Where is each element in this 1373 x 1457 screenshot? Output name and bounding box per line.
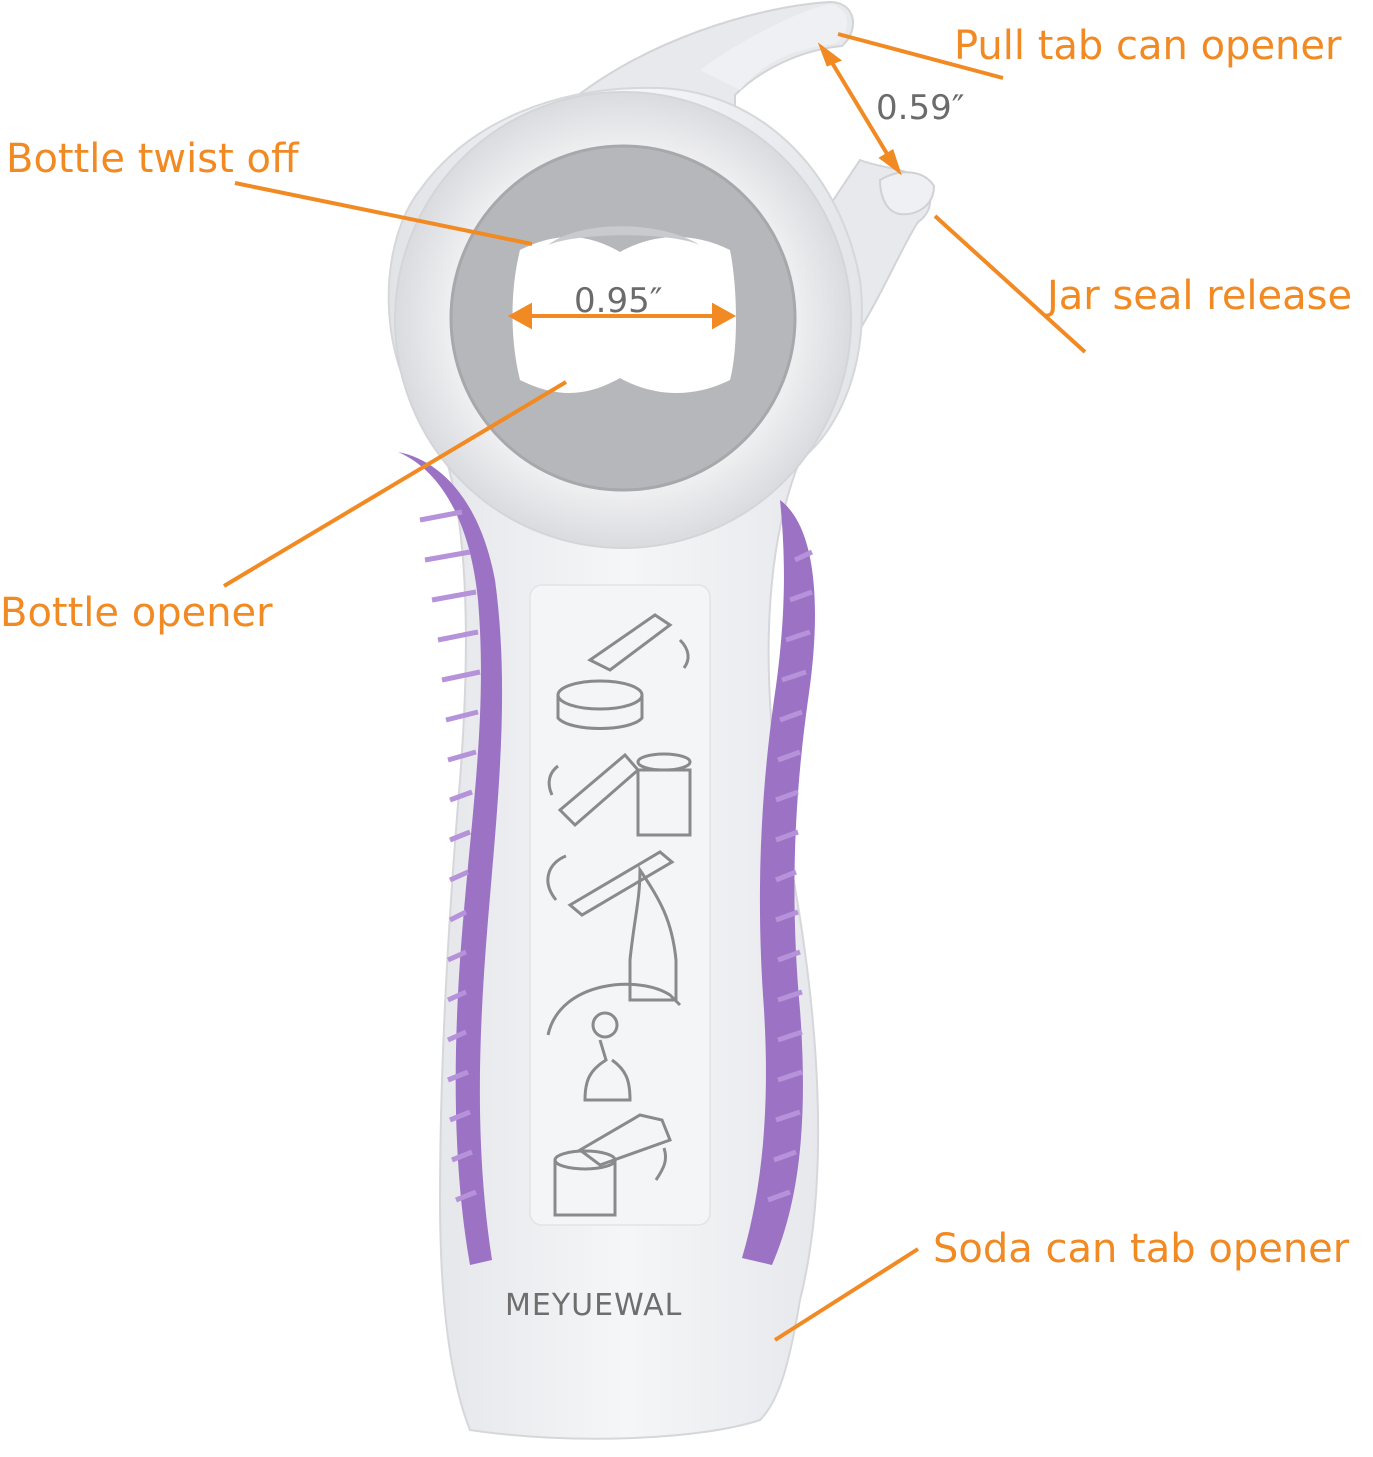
grip-ridges — [419, 509, 814, 1203]
callout-jar-seal: Jar seal release — [1047, 273, 1353, 319]
callout-soda-can: Soda can tab opener — [933, 1226, 1350, 1272]
left-grip — [398, 452, 503, 1265]
dimension-twist-opening: 0.95″ — [574, 281, 663, 321]
brand-logo: MEYUEWAL — [505, 1288, 683, 1323]
instruction-pictograms — [546, 613, 692, 1217]
instruction-panel — [529, 584, 711, 1226]
dimension-hook-gap: 0.59″ — [876, 88, 965, 128]
callout-bottle-opener: Bottle opener — [0, 590, 273, 636]
callout-pull-tab: Pull tab can opener — [954, 23, 1342, 69]
callout-lines — [222, 32, 1087, 1342]
callout-bottle-twist: Bottle twist off — [6, 136, 299, 182]
